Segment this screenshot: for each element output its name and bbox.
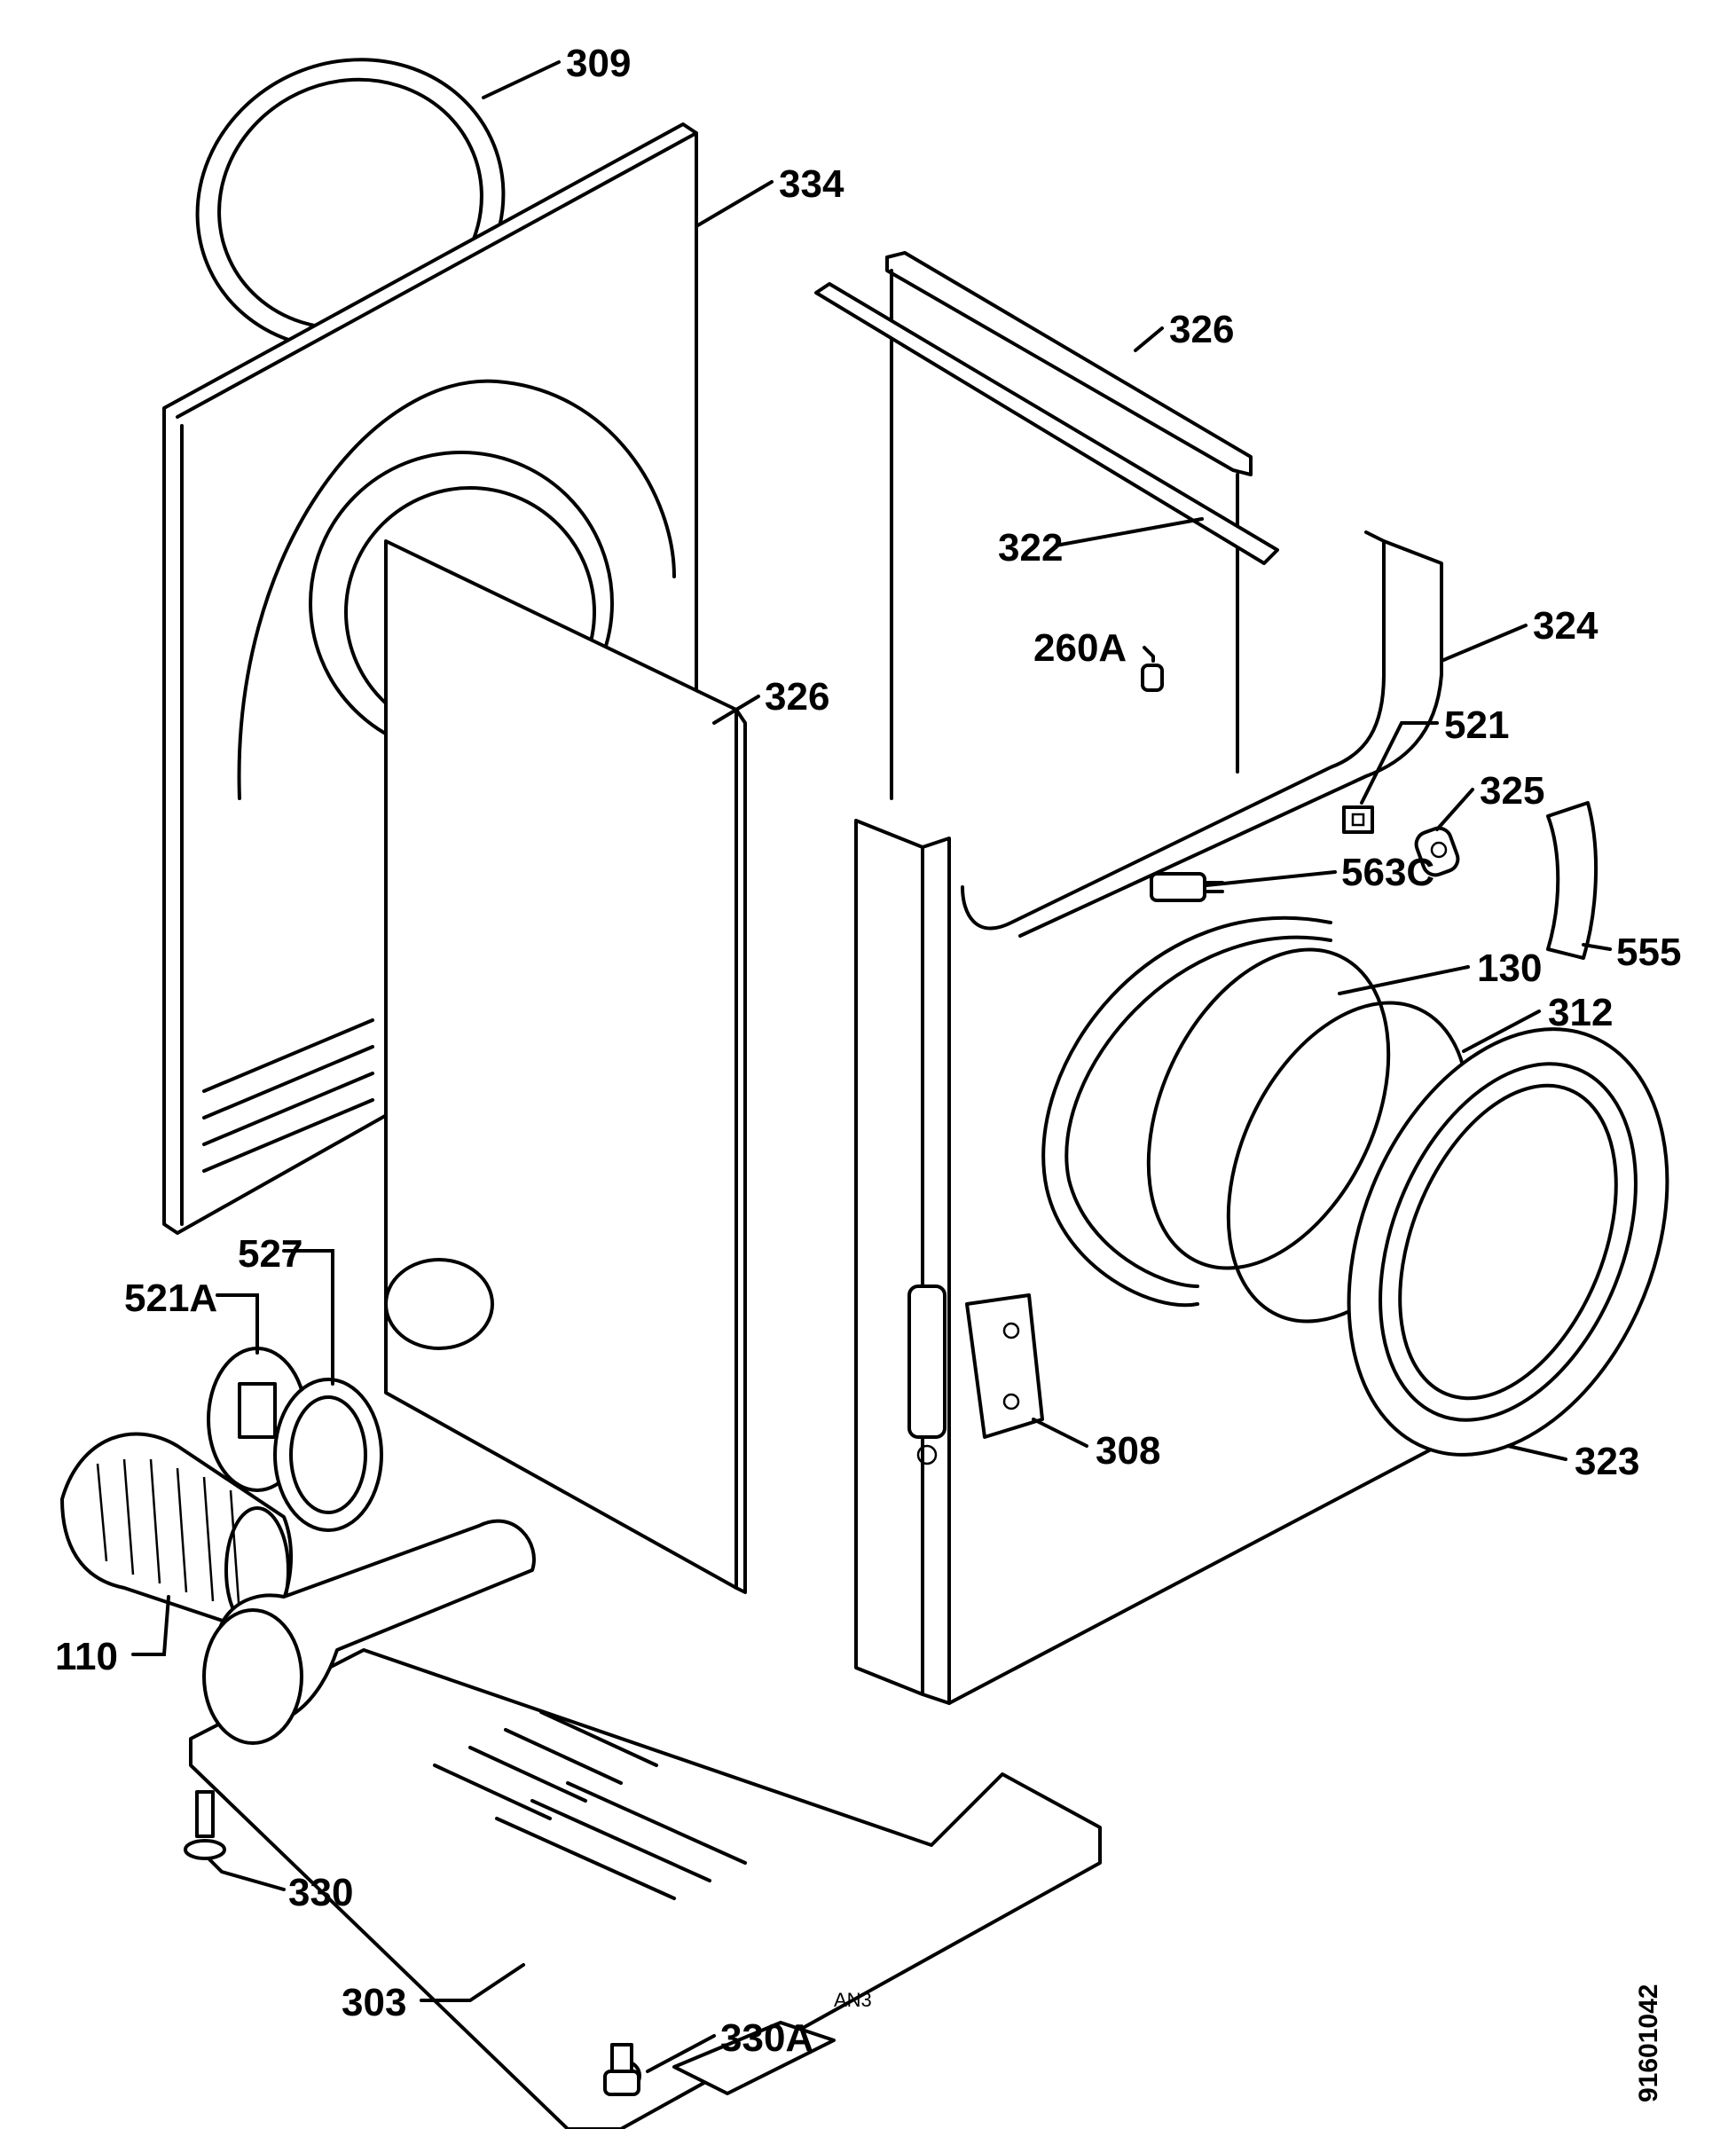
part-324-bracket [961,530,1443,938]
part-322-bar [814,282,1279,565]
part-326-side-panel [384,539,747,1594]
label-326-panel: 326 [765,675,829,719]
base-vents [433,1710,747,1900]
stamp-text: AN3 [834,1989,872,2011]
diagram-code: 91601042 [1634,1984,1663,2102]
rear-panel-vents [202,1018,374,1173]
label-555: 555 [1616,931,1681,974]
part-303-base [189,1519,1102,2129]
part-130-seal [1041,915,1332,1308]
label-130: 130 [1477,947,1542,990]
label-260A: 260A [1033,626,1127,670]
part-563C-plug [1150,872,1224,902]
part-521-switch [1342,805,1374,834]
part-527-ring [273,1378,383,1532]
part-326-frame-strip [885,251,1253,800]
part-325-latch [1414,826,1460,877]
label-324: 324 [1533,604,1599,648]
label-322: 322 [998,526,1063,570]
label-563C: 563C [1341,851,1434,894]
label-309: 309 [566,42,631,85]
label-323: 323 [1575,1440,1639,1483]
label-308: 308 [1096,1429,1160,1473]
part-323-door-ring [1347,1027,1669,1457]
part-260A-clip [1141,664,1164,692]
part-labels: 309 334 326 322 324 260A 326 521 325 563… [55,42,1681,2060]
leader-lines [131,60,1612,2073]
label-312: 312 [1548,991,1613,1034]
label-527: 527 [238,1232,302,1276]
part-555-cover [1546,801,1599,960]
part-308-hinge [907,1284,1044,1465]
label-110: 110 [55,1635,118,1678]
label-325: 325 [1480,769,1544,813]
label-334: 334 [779,162,844,206]
label-330: 330 [288,1871,353,1914]
label-521A: 521A [124,1277,217,1320]
label-521: 521 [1444,703,1509,747]
part-330-foot [184,1790,226,1860]
label-303: 303 [342,1981,406,2024]
part-330A-foot [603,2043,640,2096]
label-330A: 330A [720,2016,813,2060]
part-110-hose [60,1432,293,1634]
label-326-top: 326 [1169,308,1234,351]
